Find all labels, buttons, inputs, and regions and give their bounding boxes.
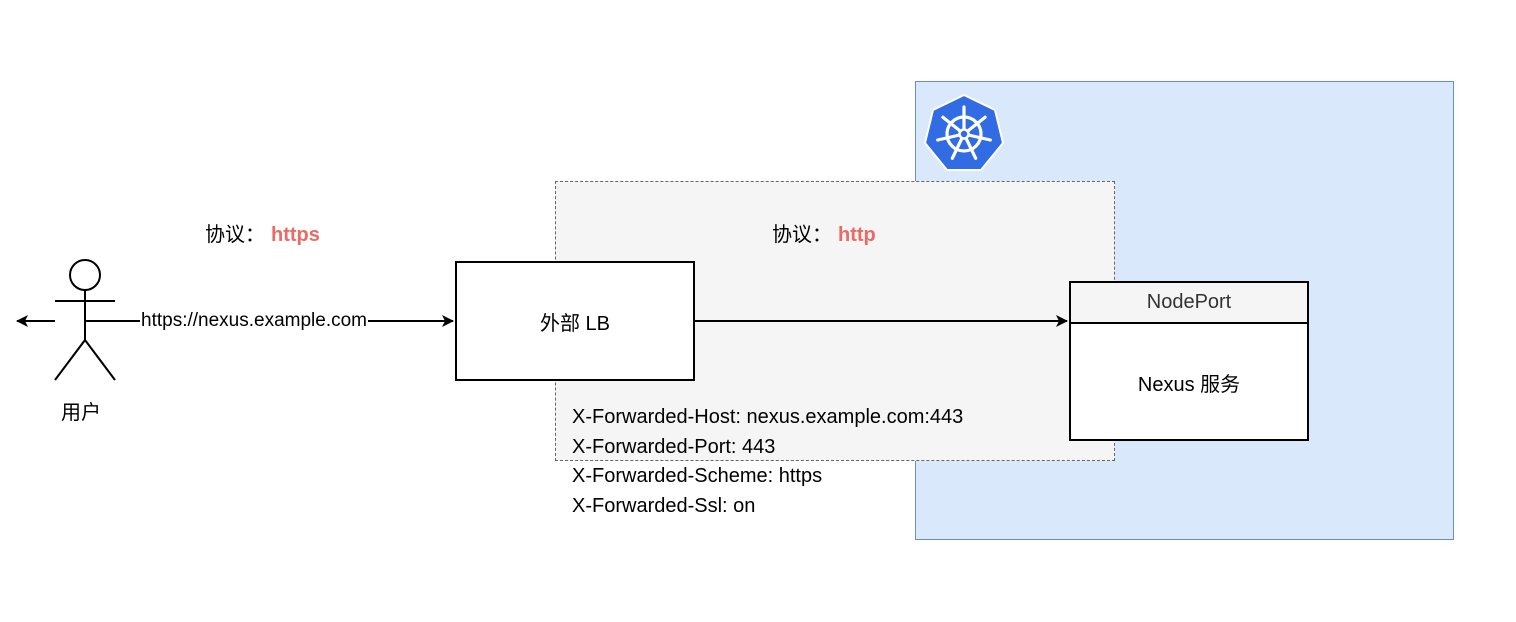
- header-line: X-Forwarded-Scheme: https: [572, 465, 823, 487]
- nodeport-label: NodePort: [1146, 291, 1232, 313]
- header-line: X-Forwarded-Host: nexus.example.com:443: [572, 406, 964, 428]
- nexus-service-body: Nexus 服务: [1071, 324, 1307, 441]
- protocol-left-label: 协议：: [205, 224, 265, 246]
- external-lb-box[interactable]: 外部 LB: [455, 261, 695, 381]
- header-line: X-Forwarded-Port: 443: [572, 435, 776, 458]
- nodeport-header: NodePort: [1071, 283, 1307, 324]
- protocol-right-value: http: [838, 224, 876, 246]
- user-label: 用户: [61, 402, 101, 424]
- protocol-left-value: https: [271, 224, 320, 246]
- protocol-right: 协议： http: [772, 218, 876, 247]
- protocol-right-label: 协议：: [772, 224, 832, 246]
- lb-label: 外部 LB: [539, 312, 611, 335]
- kubernetes-icon: [923, 93, 1005, 171]
- nexus-service-label: Nexus 服务: [1137, 374, 1241, 396]
- person-icon: [54, 259, 116, 381]
- nexus-service-box[interactable]: NodePort Nexus 服务: [1069, 281, 1309, 441]
- forwarded-headers: X-Forwarded-Host: nexus.example.com:443 …: [572, 403, 963, 521]
- header-line: X-Forwarded-Ssl: on: [572, 494, 756, 517]
- connection-url: https://nexus.example.com: [140, 310, 368, 332]
- protocol-left: 协议： https: [205, 218, 320, 247]
